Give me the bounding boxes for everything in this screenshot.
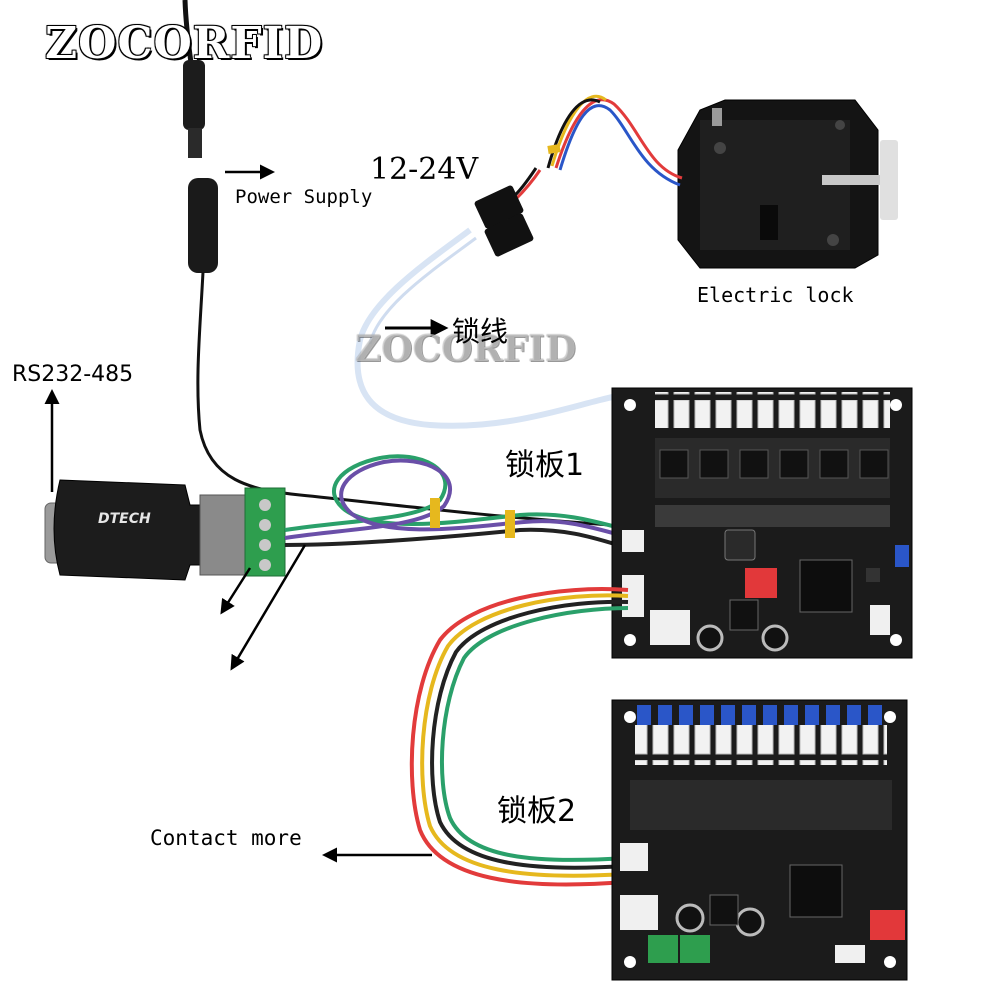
rs232-485-label: RS232-485 bbox=[12, 362, 134, 387]
lock-board-1-label: 锁板1 bbox=[505, 448, 585, 483]
lock-board-2 bbox=[611, 699, 908, 981]
contact-more-label: Contact more bbox=[150, 826, 302, 850]
power-supply-label: Power Supply bbox=[235, 186, 373, 208]
annotation-arrows bbox=[44, 164, 449, 863]
electric-lock bbox=[677, 99, 898, 269]
lock-wires bbox=[354, 94, 683, 429]
voltage-label: 12-24V bbox=[370, 152, 479, 187]
electric-lock-label: Electric lock bbox=[697, 283, 854, 307]
lock-board-2-label: 锁板2 bbox=[497, 794, 577, 829]
lock-board-1 bbox=[611, 387, 913, 659]
rs232-485-converter: DTECH bbox=[44, 479, 286, 581]
brand-watermark-top: ZOCORFID bbox=[45, 18, 324, 69]
rs485-bus-wires bbox=[284, 454, 629, 550]
converter-brand: DTECH bbox=[98, 511, 151, 527]
board-link-wires bbox=[409, 587, 629, 887]
lock-wire-label: 锁线 bbox=[452, 315, 509, 348]
brand-watermark-mid: ZOCORFID bbox=[355, 328, 577, 370]
